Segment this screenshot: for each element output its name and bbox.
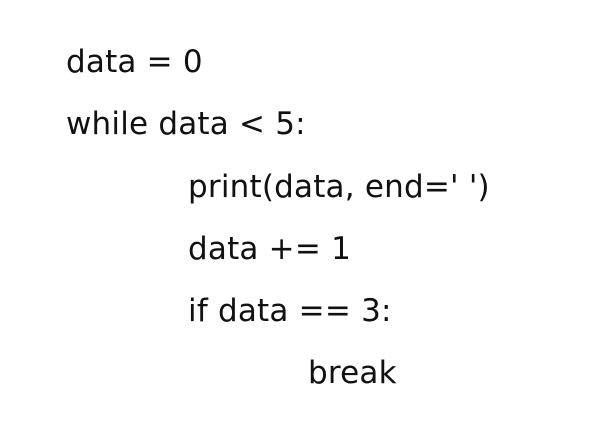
- code-line-break: break: [308, 355, 397, 391]
- code-line-increment: data += 1: [188, 231, 352, 267]
- code-line-assign-data: data = 0: [66, 44, 203, 80]
- code-line-while-header: while data < 5:: [66, 106, 306, 142]
- code-line-print-call: print(data, end=' '): [188, 169, 490, 205]
- code-line-if-condition: if data == 3:: [188, 293, 392, 329]
